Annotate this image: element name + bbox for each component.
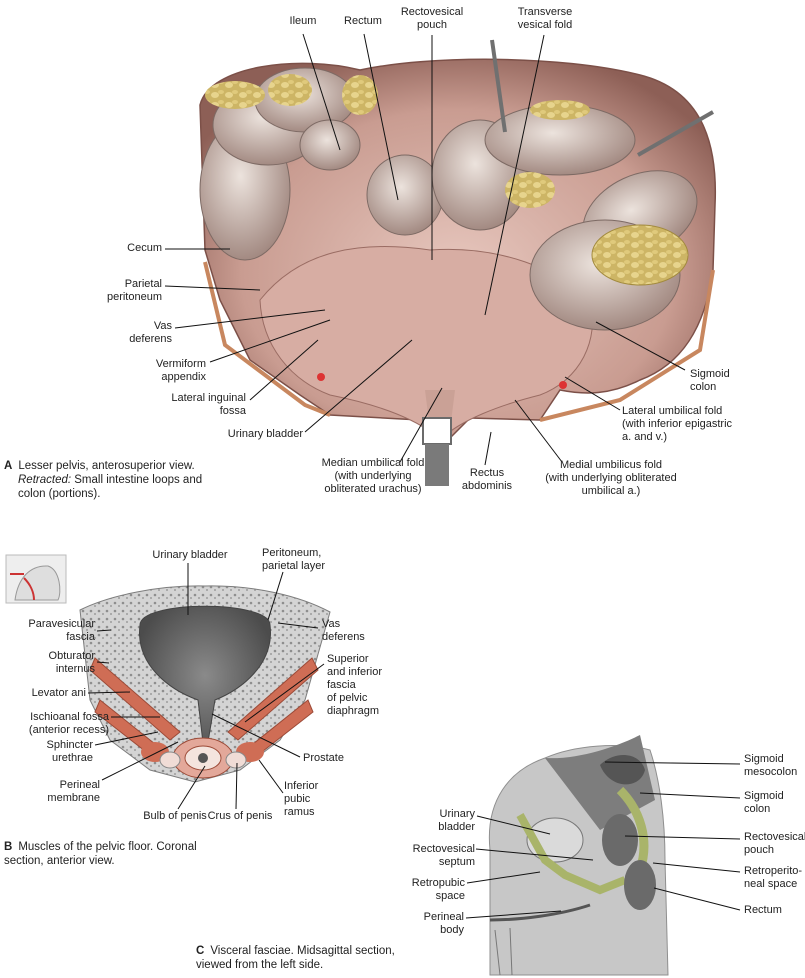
caption-a-line1: Lesser pelvis, anterosuperior view.: [18, 460, 195, 472]
label-sigmoid-mesocolon: Sigmoid mesocolon: [744, 753, 798, 778]
label-medial-umbilical-fold: Medial umbilicus fold (with underlying o…: [545, 459, 677, 497]
caption-a-rest: Small intestine loops and colon (portion…: [18, 474, 203, 500]
figure-b-drawing: [5, 554, 331, 783]
caption-c-letter: C: [196, 945, 205, 957]
label-cecum: Cecum: [127, 242, 162, 254]
label-sigmoid-colon-c: Sigmoid colon: [744, 790, 784, 815]
label-retroperitoneal-space: Retroperito- neal space: [744, 865, 803, 890]
label-median-umbilical-fold: Median umbilical fold (with underlying o…: [321, 457, 425, 495]
label-urinary-bladder-b: Urinary bladder: [152, 549, 228, 561]
label-peritoneum-parietal: Peritoneum, parietal layer: [262, 547, 325, 572]
label-urinary-bladder-a: Urinary bladder: [227, 428, 303, 440]
label-retropubic-space: Retropubic space: [411, 877, 465, 902]
label-parietal-peritoneum: Parietal peritoneum: [106, 278, 162, 303]
caption-b-text: Muscles of the pelvic floor. Coronal sec…: [4, 841, 197, 867]
label-rectovesical-pouch-c: Rectovesical pouch: [744, 831, 805, 856]
label-perineal-body: Perineal body: [423, 911, 464, 936]
label-lateral-inguinal-fossa: Lateral inguinal fossa: [171, 392, 246, 417]
label-vas-deferens-b: Vas deferens: [322, 618, 365, 643]
caption-a: A Lesser pelvis, anterosuperior view. Retr…: [4, 459, 244, 501]
label-ileum: Ileum: [289, 15, 317, 27]
label-ischioanal-fossa: Ischioanal fossa (anterior recess): [28, 711, 109, 736]
caption-a-letter: A: [4, 460, 13, 472]
label-rectum-c: Rectum: [744, 904, 782, 916]
figure-a-drawing: [199, 39, 717, 486]
label-vermiform-appendix: Vermiform appendix: [155, 358, 206, 383]
label-levator-ani: Levator ani: [31, 687, 86, 699]
label-rectovesical-septum: Rectovesical septum: [412, 843, 475, 868]
caption-c-text: Visceral fasciae. Midsagittal section, v…: [196, 945, 395, 971]
label-sigmoid-colon-a: Sigmoid colon: [690, 368, 730, 393]
label-crus-of-penis: Crus of penis: [207, 810, 273, 822]
label-lateral-umbilical-fold: Lateral umbilical fold (with inferior ep…: [622, 405, 733, 443]
label-sphincter-urethrae: Sphincter urethrae: [46, 739, 93, 764]
label-paravesicular-fascia: Paravesicular fascia: [28, 618, 95, 643]
label-rectus-abdominis: Rectus abdominis: [461, 467, 513, 492]
label-rectum-a: Rectum: [344, 15, 382, 27]
caption-a-italic: Retracted:: [18, 474, 72, 486]
figure-c-drawing: [488, 735, 669, 976]
label-prostate: Prostate: [303, 752, 344, 764]
label-rectovesical-pouch-a: Rectovesical pouch: [400, 6, 464, 31]
label-bulb-of-penis: Bulb of penis: [143, 810, 207, 822]
label-urinary-bladder-c: Urinary bladder: [438, 808, 475, 833]
caption-b-letter: B: [4, 841, 13, 853]
label-inferior-pubic-ramus: Inferior pubic ramus: [284, 780, 319, 818]
label-obturator-internus: Obturator internus: [48, 650, 95, 675]
label-superior-inferior-fascia: Superior and inferior fascia of pelvic d…: [327, 653, 383, 717]
label-perineal-membrane: Perineal membrane: [47, 779, 100, 804]
leader-lines: [87, 33, 741, 919]
label-vas-deferens-a: Vas deferens: [129, 320, 172, 345]
label-transverse-vesical-fold: Transverse vesical fold: [517, 6, 573, 31]
